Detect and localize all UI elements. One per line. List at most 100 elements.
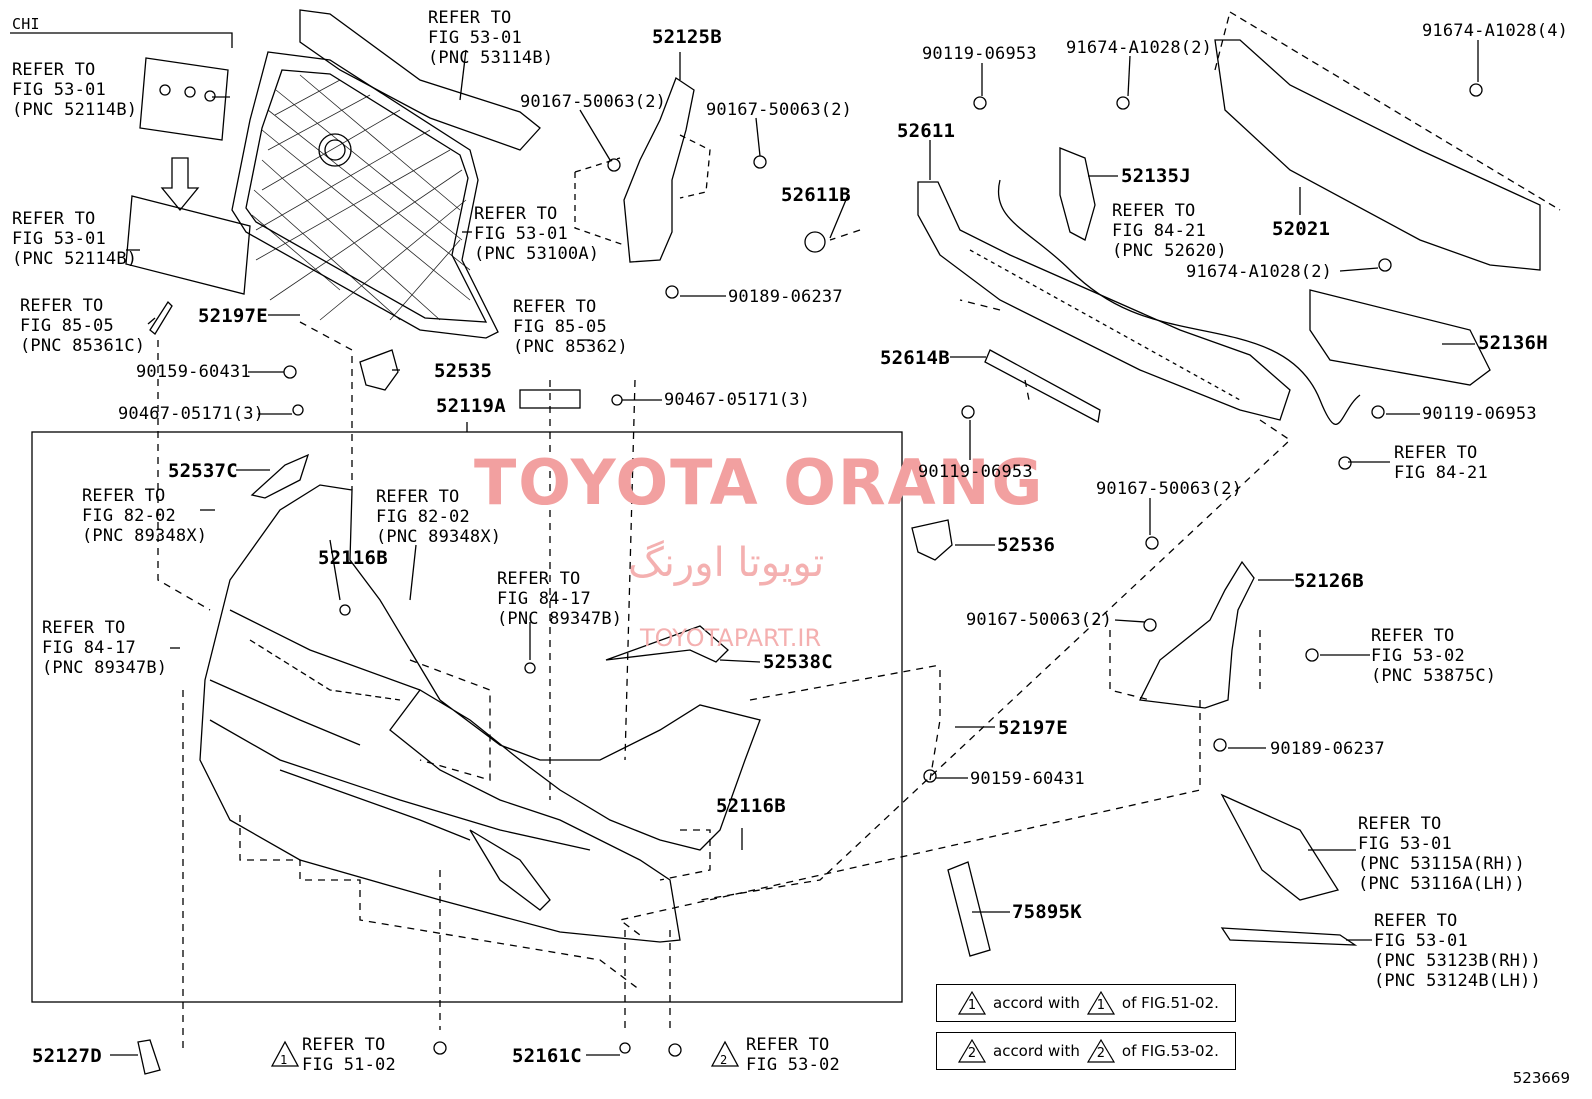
legend-row-1: 1 accord with 1 of FIG.51-02. xyxy=(936,984,1236,1022)
label-line: FIG 53-01 xyxy=(12,229,106,249)
part-90119-06953-c[interactable]: 90119-06953 xyxy=(918,462,1033,482)
part-52021[interactable]: 52021 xyxy=(1272,218,1331,240)
chi-tag: CHI xyxy=(12,15,40,33)
label-line: REFER TO xyxy=(20,296,104,316)
bracket-52536 xyxy=(911,519,953,561)
label-line: (PNC 85362) xyxy=(513,337,628,357)
label-line: FIG 84-21 xyxy=(1394,463,1488,483)
part-52614b[interactable]: 52614B xyxy=(880,347,950,369)
part-90159-60431-b[interactable]: 90159-60431 xyxy=(970,769,1085,789)
part-90167-50063-c[interactable]: 90167-50063(2) xyxy=(1096,479,1243,499)
badge-85361c xyxy=(149,300,173,335)
label-line: REFER TO xyxy=(302,1035,386,1055)
part-90189-06237-b[interactable]: 90189-06237 xyxy=(1270,739,1385,759)
part-90159-60431-a[interactable]: 90159-60431 xyxy=(136,362,251,382)
label-line: REFER TO xyxy=(746,1035,830,1055)
part-90167-50063-a[interactable]: 90167-50063(2) xyxy=(520,92,667,112)
legend-ref[interactable]: of FIG.53-02. xyxy=(1121,1042,1219,1060)
warning-triangle-icon xyxy=(270,1040,300,1067)
legend-mark-icon: 1 xyxy=(957,990,987,1016)
license-plate-bracket-upper xyxy=(139,57,229,141)
label-line: (PNC 53875C) xyxy=(1371,666,1497,686)
label-line: (PNC 53124B(LH)) xyxy=(1374,971,1541,991)
label-line: (PNC 89347B) xyxy=(497,609,623,629)
license-plate-bracket-lower xyxy=(125,195,251,295)
part-52135j[interactable]: 52135J xyxy=(1121,165,1191,187)
legend-mark-icon: 1 xyxy=(1086,990,1116,1016)
fog-molding xyxy=(1220,927,1358,946)
part-52535[interactable]: 52535 xyxy=(434,360,493,382)
part-75895k[interactable]: 75895K xyxy=(1012,901,1082,923)
part-90167-50063-b[interactable]: 90167-50063(2) xyxy=(706,100,853,120)
label-line: FIG 53-02 xyxy=(746,1055,840,1075)
part-90467-05171-a[interactable]: 90467-05171(3) xyxy=(118,404,265,424)
label-line: (PNC 89348X) xyxy=(376,527,502,547)
part-52116b-a[interactable]: 52116B xyxy=(318,547,388,569)
part-90467-05171-b[interactable]: 90467-05171(3) xyxy=(664,390,811,410)
part-52538c[interactable]: 52538C xyxy=(763,651,833,673)
part-52611[interactable]: 52611 xyxy=(897,120,956,142)
label-line: FIG 82-02 xyxy=(376,507,470,527)
label-line: REFER TO xyxy=(1374,911,1458,931)
part-90189-06237-a[interactable]: 90189-06237 xyxy=(728,287,843,307)
label-line: FIG 53-01 xyxy=(12,80,106,100)
label-line: FIG 53-01 xyxy=(428,28,522,48)
part-52125b[interactable]: 52125B xyxy=(652,26,722,48)
part-52197e-a[interactable]: 52197E xyxy=(198,305,268,327)
part-52197e-b[interactable]: 52197E xyxy=(998,717,1068,739)
part-52136h[interactable]: 52136H xyxy=(1478,332,1548,354)
part-52127d[interactable]: 52127D xyxy=(32,1045,102,1067)
label-line: FIG 51-02 xyxy=(302,1055,396,1075)
page-number: 523669 xyxy=(1512,1069,1570,1087)
label-line: (PNC 53100A) xyxy=(474,244,600,264)
part-52127d xyxy=(137,1039,161,1075)
label-line: REFER TO xyxy=(1394,443,1478,463)
label-line: FIG 84-17 xyxy=(497,589,591,609)
legend-ref[interactable]: of FIG.51-02. xyxy=(1121,994,1219,1012)
fog-grille xyxy=(1220,793,1340,901)
warning-triangle-icon xyxy=(710,1040,740,1067)
part-52126b[interactable]: 52126B xyxy=(1294,570,1364,592)
wire-harness xyxy=(997,179,1361,426)
part-91674-a1028-4[interactable]: 91674-A1028(4) xyxy=(1422,21,1569,41)
part-52537c[interactable]: 52537C xyxy=(168,460,238,482)
part-52611b[interactable]: 52611B xyxy=(781,184,851,206)
part-52536[interactable]: 52536 xyxy=(997,534,1056,556)
label-line: FIG 84-17 xyxy=(42,638,136,658)
part-90119-06953-a[interactable]: 90119-06953 xyxy=(922,44,1037,64)
label-line: REFER TO xyxy=(1371,626,1455,646)
watermark-title: TOYOTA ORANG xyxy=(474,446,1045,519)
watermark-site: TOYOTAPART.IR xyxy=(640,624,822,652)
arrow-down-icon xyxy=(160,157,200,212)
label-line: REFER TO xyxy=(12,209,96,229)
part-90167-50063-d[interactable]: 90167-50063(2) xyxy=(966,610,1113,630)
part-52116b-b[interactable]: 52116B xyxy=(716,795,786,817)
label-line: (PNC 53123B(RH)) xyxy=(1374,951,1541,971)
part-91674-a1028-2-b[interactable]: 91674-A1028(2) xyxy=(1186,262,1333,282)
label-line: (PNC 53114B) xyxy=(428,48,554,68)
part-91674-a1028-2-a[interactable]: 91674-A1028(2) xyxy=(1066,38,1213,58)
part-52119a[interactable]: 52119A xyxy=(436,395,506,417)
part-52161c[interactable]: 52161C xyxy=(512,1045,582,1067)
label-line: REFER TO xyxy=(376,487,460,507)
bracket-52126b xyxy=(1139,560,1255,709)
part-90119-06953-b[interactable]: 90119-06953 xyxy=(1422,404,1537,424)
